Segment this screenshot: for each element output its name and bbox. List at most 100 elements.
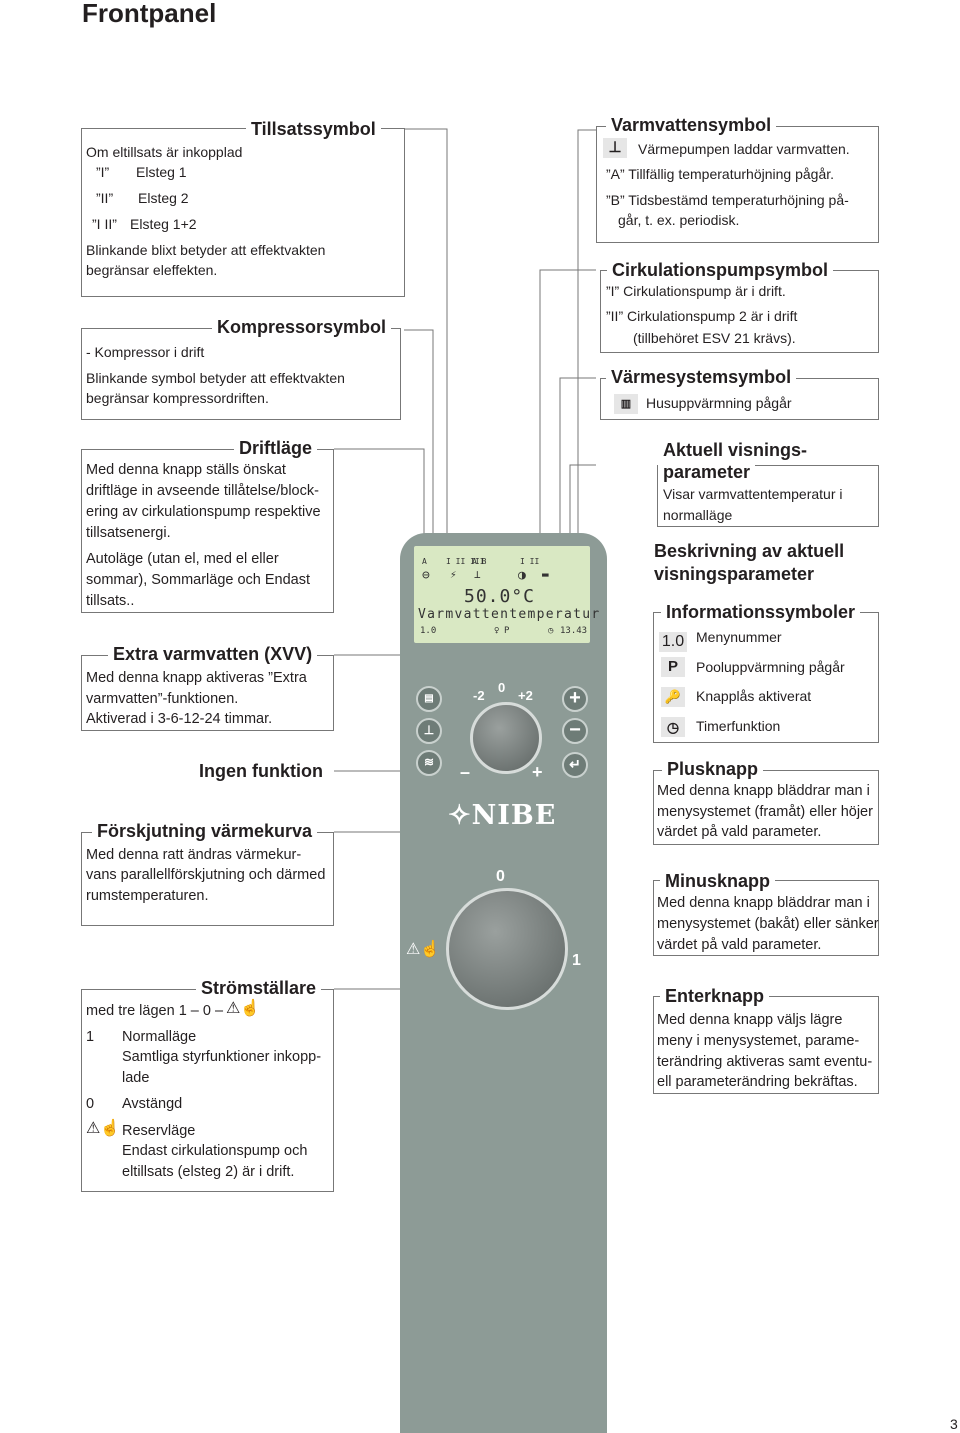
beskrivning-title1: Beskrivning av aktuell [649, 540, 850, 562]
driftlage-l4: tillsatsenergi. [86, 525, 171, 541]
minus-button[interactable]: − [562, 718, 588, 744]
lock-icon: 🔑 [661, 687, 685, 707]
lcd-lock-icon: ♀ [494, 626, 500, 636]
driftlage-box [81, 449, 334, 613]
plus-title: Plusknapp [662, 758, 764, 780]
minus-l1: Med denna knapp bläddrar man i [657, 895, 870, 911]
plus-l1: Med denna knapp bläddrar man i [657, 783, 870, 799]
varmvatten-l1: Värmepumpen laddar varmvatten. [638, 141, 850, 157]
info-title: Informationssymboler [661, 601, 861, 623]
mode-button[interactable]: ▤ [416, 686, 442, 712]
kompressor-line1: - Kompressor i drift [86, 344, 205, 360]
heat-curve-dial[interactable] [470, 702, 542, 774]
page-title: Frontpanel [82, 0, 217, 28]
lcd-time: 13.43 [560, 626, 588, 636]
tillsats-r2a: ”II” [96, 190, 114, 206]
stromstallare-p0-label: Avstängd [122, 1096, 183, 1112]
dial-minus2-label: -2 [473, 688, 485, 703]
tillsats-r3a: ”I II” [92, 216, 117, 232]
cirkulation-title: Cirkulationspumpsymbol [607, 259, 834, 281]
lcd-parameter: Varmvattentemperatur [418, 607, 601, 622]
tillsats-title: Tillsatssymbol [246, 118, 381, 140]
forskjutning-title: Förskjutning värmekurva [92, 820, 318, 842]
menu-number-icon: 1.0 [659, 632, 687, 652]
ingen-title: Ingen funktion [194, 760, 328, 782]
aktuell-title2: parameter [658, 461, 756, 483]
enter-title: Enterknapp [660, 985, 770, 1007]
driftlage-l1: Med denna knapp ställs önskat [86, 462, 286, 478]
enter-button[interactable]: ↵ [562, 752, 588, 778]
lcd-menu-number: 1.0 [420, 626, 437, 636]
dial-minus-label: – [460, 762, 471, 782]
brand-name: NIBE [471, 800, 557, 831]
tillsats-r2b: Elsteg 2 [138, 190, 189, 206]
minus-title: Minusknapp [660, 870, 776, 892]
flash-icon: ⚡ [450, 568, 457, 581]
dial-zero-label: 0 [498, 680, 506, 695]
stromstallare-title: Strömställare [196, 977, 322, 999]
xvv-l3: Aktiverad i 3-6-12-24 timmar. [86, 711, 273, 727]
lcd-iiiii: I II III [446, 557, 485, 566]
varmesystem-l1: Husuppvärmning pågår [646, 395, 792, 411]
plus-box [653, 770, 879, 845]
lcd-tap-icon: ⊥ [474, 568, 481, 581]
info-lock: Knapplås aktiverat [696, 688, 812, 704]
enter-l4: ell parameterändring bekräftas. [657, 1074, 858, 1090]
lcd-timer-icon: ◷ [548, 626, 554, 636]
reserve-mode-icon: ⚠☝ [86, 1120, 121, 1137]
timer-icon: ◷ [661, 717, 685, 737]
forskjutning-l1: Med denna ratt ändras värmekur- [86, 847, 302, 863]
tillsats-r1a: ”I” [96, 164, 110, 180]
lcd-temperature: 50.0°C [464, 586, 536, 607]
info-menu: Menynummer [696, 629, 782, 645]
switch-zero-label: 0 [496, 868, 505, 885]
stromstallare-p1: 1 [86, 1029, 95, 1045]
varmesystem-title: Värmesystemsymbol [606, 366, 797, 388]
switch-one-label: 1 [572, 952, 581, 969]
minus-l2: menysystemet (bakåt) eller sänker [657, 916, 879, 932]
stromstallare-p1-label: Normalläge [122, 1029, 197, 1045]
plus-l2: menysystemet (framåt) eller höjer [657, 804, 873, 820]
stromstallare-pr-label: Reservläge [122, 1123, 196, 1139]
varmvatten-l3: ”B” Tidsbestämd temperaturhöjning på- [606, 192, 849, 208]
info-timer: Timerfunktion [696, 718, 781, 734]
driftlage-l6: sommar), Sommarläge och Endast [86, 572, 311, 588]
beskrivning-title2: visningsparameter [649, 563, 820, 585]
info-pool: Pooluppvärmning pågår [696, 659, 845, 675]
dial-plus2-label: +2 [518, 688, 533, 703]
xvv-l1: Med denna knapp aktiveras ”Extra [86, 670, 307, 686]
kompressor-line2: Blinkande symbol betyder att effektvakte… [86, 370, 345, 386]
driftlage-l7: tillsats.. [86, 593, 135, 609]
lcd-display: A I II III A B I II ⊖ ⚡ ⊥ ◑ ▬ 50.0°C Var… [414, 546, 599, 643]
stromstallare-p1-d1: Samtliga styrfunktioner inkopp- [122, 1049, 322, 1065]
driftlage-l5: Autoläge (utan el, med el eller [86, 551, 279, 567]
extra-hot-water-button[interactable]: ⊥ [416, 718, 442, 744]
lcd-a: A [422, 557, 427, 566]
main-switch[interactable] [446, 888, 568, 1010]
aktuell-l2: normalläge [663, 507, 733, 523]
tick [390, 128, 405, 129]
tillsats-r1b: Elsteg 1 [136, 164, 187, 180]
tillsats-box [81, 128, 405, 297]
kompressor-title: Kompressorsymbol [212, 316, 392, 338]
compressor-icon: ⊖ [422, 568, 430, 583]
dial-plus-label: + [532, 762, 543, 782]
tillsats-r3b: Elsteg 1+2 [130, 216, 197, 232]
forskjutning-l2: vans parallellförskjutning och därmed [86, 867, 326, 883]
lcd-pool: P [504, 626, 510, 636]
forskjutning-l3: rumstemperaturen. [86, 888, 209, 904]
driftlage-l2: driftläge in avseende tillåtelse/block- [86, 483, 319, 499]
no-function-button[interactable]: ≋ [416, 750, 442, 776]
enter-l2: meny i menysystemet, parame- [657, 1033, 860, 1049]
stromstallare-pr-d1: Endast cirkulationspump och [122, 1143, 308, 1159]
driftlage-title: Driftläge [234, 437, 318, 459]
enter-l3: terändring aktiveras samt eventu- [657, 1054, 873, 1070]
cirkulation-l1: ”I” Cirkulationspump är i drift. [606, 283, 786, 299]
reserve-hand-icon: ⚠☝ [226, 1000, 261, 1017]
cirkulation-l3: (tillbehöret ESV 21 krävs). [633, 330, 796, 346]
plus-button[interactable]: + [562, 686, 588, 712]
plus-l3: värdet på vald parameter. [657, 824, 822, 840]
cirkulation-l2: ”II” Cirkulationspump 2 är i drift [606, 308, 798, 324]
page-number: 3 [950, 1416, 958, 1432]
tillsats-intro: Om eltillsats är inkopplad [86, 144, 243, 160]
